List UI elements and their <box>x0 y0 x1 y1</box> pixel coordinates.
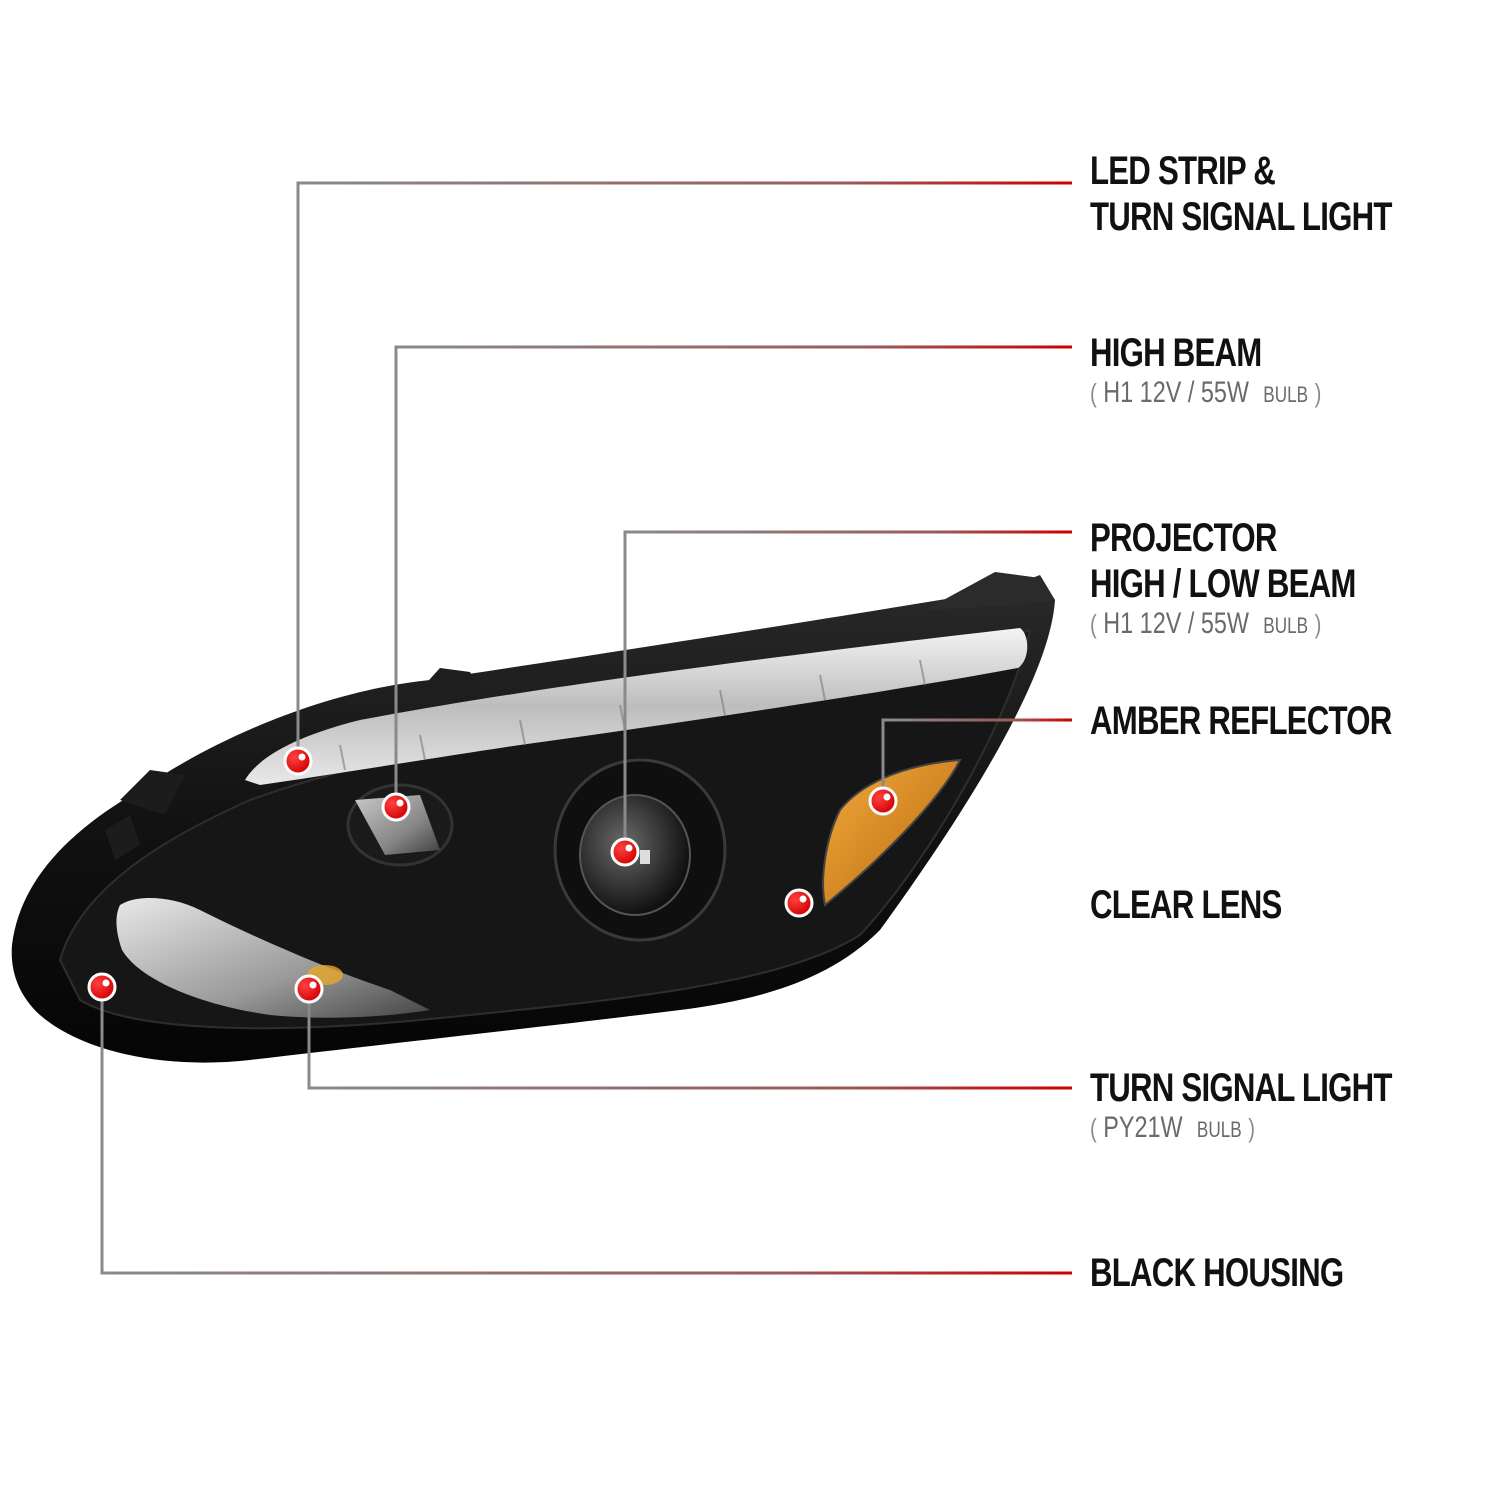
label-clear-lens: CLEAR LENS <box>1090 882 1336 928</box>
label-title: BLACK HOUSING <box>1090 1251 1344 1295</box>
leader-lines <box>100 181 1072 1275</box>
label-high-beam: HIGH BEAM ( H1 12V / 55W BULB ) <box>1090 330 1387 412</box>
label-spec: ( H1 12V / 55W BULB ) <box>1090 376 1322 409</box>
leader-projector <box>623 530 1072 852</box>
projector-lens <box>553 758 727 942</box>
turn-signal-clear-lens <box>116 898 431 1018</box>
leader-amber-reflector <box>881 718 1072 801</box>
leader-high-beam <box>394 345 1072 807</box>
marker-high-beam-dot-icon <box>381 792 411 822</box>
marker-led-strip-dot-icon <box>283 746 313 776</box>
marker-black-housing-dot-icon <box>87 972 117 1002</box>
amber-reflector-lens <box>822 758 962 907</box>
label-title: PROJECTOR <box>1090 516 1277 560</box>
label-black-housing: BLACK HOUSING <box>1090 1250 1415 1296</box>
label-led-strip: LED STRIP & TURN SIGNAL LIGHT <box>1090 148 1477 240</box>
leader-black-housing <box>100 987 1072 1275</box>
label-title: TURN SIGNAL LIGHT <box>1090 1066 1392 1110</box>
label-title: HIGH BEAM <box>1090 331 1262 375</box>
leader-turn-signal <box>307 989 1072 1090</box>
marker-turn-signal-dot-icon <box>294 974 324 1004</box>
marker-clear-lens-dot-icon <box>784 888 814 918</box>
label-title: CLEAR LENS <box>1090 883 1282 927</box>
callout-markers <box>87 746 898 1004</box>
label-title: TURN SIGNAL LIGHT <box>1090 195 1392 239</box>
label-title: AMBER REFLECTOR <box>1090 699 1392 743</box>
marker-amber-reflector-dot-icon <box>868 786 898 816</box>
label-title: HIGH / LOW BEAM <box>1090 562 1356 606</box>
led-strip-texture <box>339 659 926 771</box>
label-title: LED STRIP & <box>1090 149 1276 193</box>
high-beam-reflector <box>346 783 454 867</box>
label-projector: PROJECTOR HIGH / LOW BEAM ( H1 12V / 55W… <box>1090 515 1431 643</box>
label-amber-reflector: AMBER REFLECTOR <box>1090 698 1476 744</box>
marker-projector-dot-icon <box>610 837 640 867</box>
label-spec: ( PY21W BULB ) <box>1090 1111 1256 1144</box>
leader-led-strip <box>296 181 1072 761</box>
label-spec: ( H1 12V / 55W BULB ) <box>1090 607 1322 640</box>
led-strip-lens <box>245 628 1028 785</box>
label-turn-signal: TURN SIGNAL LIGHT ( PY21W BULB ) <box>1090 1065 1477 1147</box>
